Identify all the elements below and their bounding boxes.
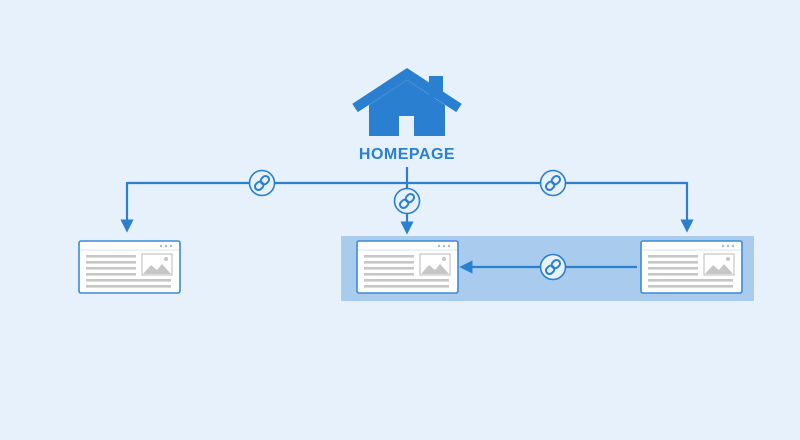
webpage-icon xyxy=(640,240,743,294)
house-icon xyxy=(352,68,462,136)
link-icon xyxy=(539,253,567,281)
homepage-label: HOMEPAGE xyxy=(359,146,455,163)
link-icon xyxy=(539,169,567,197)
link-icon xyxy=(393,187,421,215)
webpage-icon xyxy=(356,240,459,294)
webpage-icon xyxy=(78,240,181,294)
link-icon xyxy=(248,169,276,197)
